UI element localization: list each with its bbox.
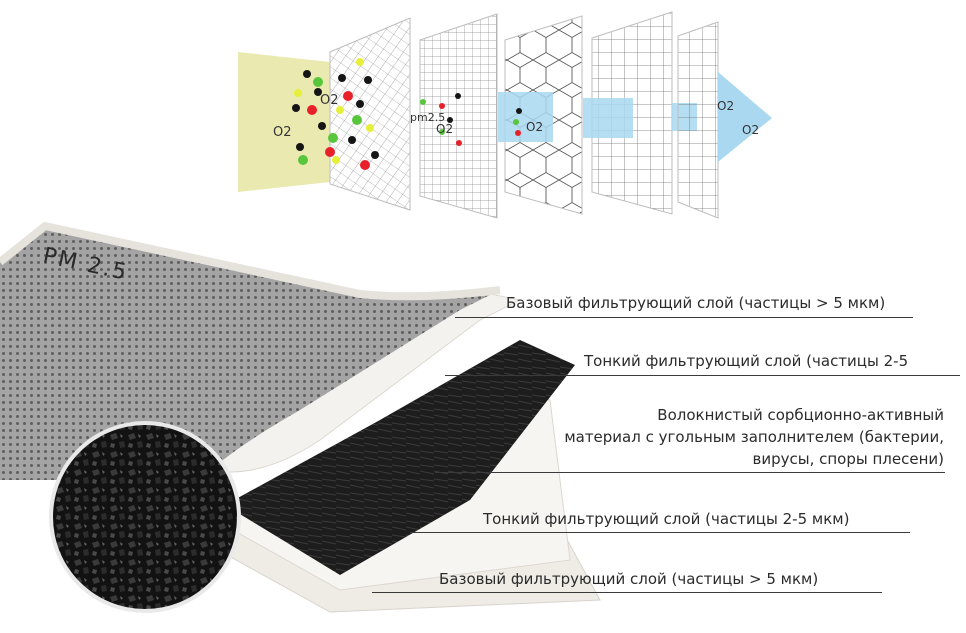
oxygen-label: O2 bbox=[742, 123, 759, 137]
sheet-border bbox=[0, 221, 501, 301]
leader-line-3 bbox=[435, 472, 945, 473]
layer-label-3: Волокнистый сорбционно-активный материал… bbox=[500, 404, 944, 470]
particle-size-label: pm2.5 bbox=[410, 111, 445, 124]
carbon-granules-magnifier bbox=[49, 421, 241, 613]
layer-label-1: Базовый фильтрующий слой (частицы > 5 мк… bbox=[506, 294, 886, 312]
airflow-diagram: O2 O2 O2 O2 O2 O2 pm2.5 bbox=[238, 11, 772, 219]
filter-sheet: PM 2.5 bbox=[0, 221, 601, 613]
carbon-layer bbox=[225, 340, 575, 575]
square-panel-2 bbox=[677, 21, 719, 219]
leader-line-1 bbox=[455, 317, 913, 318]
layer-label-3-line-2: материал с угольным заполнителем (бактер… bbox=[564, 428, 944, 446]
oxygen-label: O2 bbox=[273, 125, 292, 140]
particles bbox=[292, 58, 522, 170]
clean-air-arrow bbox=[718, 72, 772, 162]
mesh-panel-2 bbox=[419, 13, 498, 219]
leader-line-2 bbox=[445, 375, 960, 376]
mesh-panel-1 bbox=[329, 17, 411, 211]
base-layer-top bbox=[0, 226, 510, 480]
leader-line-4 bbox=[410, 532, 910, 533]
leader-line-5 bbox=[372, 592, 882, 593]
layer-label-2: Тонкий фильтрующий слой (частицы 2-5 bbox=[584, 352, 909, 370]
oxygen-label: O2 bbox=[717, 99, 734, 113]
layer-label-4: Тонкий фильтрующий слой (частицы 2-5 мкм… bbox=[483, 510, 850, 528]
clean-air-band-1 bbox=[498, 92, 553, 142]
oxygen-label: O2 bbox=[320, 93, 339, 108]
layer-label-5: Базовый фильтрующий слой (частицы > 5 мк… bbox=[439, 570, 819, 588]
oxygen-label: O2 bbox=[526, 120, 543, 134]
oxygen-label: O2 bbox=[436, 122, 453, 136]
layer-label-3-line-1: Волокнистый сорбционно-активный bbox=[657, 406, 944, 424]
clean-air-band-2 bbox=[583, 98, 633, 138]
dirty-air-zone bbox=[238, 52, 330, 192]
layer-label-3-line-3: вирусы, споры плесени) bbox=[752, 450, 944, 468]
